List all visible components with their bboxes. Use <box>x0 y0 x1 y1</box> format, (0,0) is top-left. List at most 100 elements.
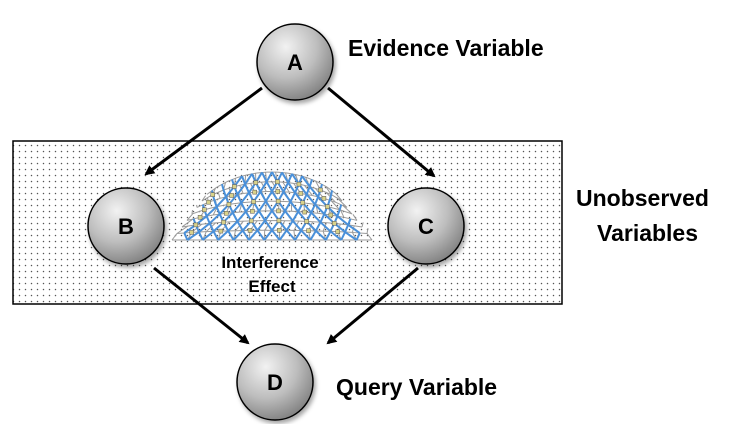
mesh-line <box>183 232 189 241</box>
mesh-line <box>282 191 292 203</box>
mesh-line <box>209 221 224 224</box>
node-c-letter: C <box>418 214 434 239</box>
mesh-line <box>202 230 215 241</box>
mesh-line <box>320 221 335 224</box>
node-d-letter: D <box>267 370 283 395</box>
mesh-node <box>306 228 311 233</box>
mesh-node <box>232 184 237 189</box>
mesh-line <box>241 175 247 185</box>
mesh-node <box>275 198 281 204</box>
mesh-line <box>292 220 302 232</box>
mesh-line <box>285 220 294 231</box>
mesh-node <box>223 211 229 216</box>
mesh-node <box>304 219 309 224</box>
node-b-letter: B <box>118 214 134 239</box>
mesh-line <box>292 220 307 222</box>
mesh-node <box>328 212 334 218</box>
mesh-line <box>236 183 246 195</box>
interference-effect-label: Interference Effect <box>219 251 320 298</box>
mesh-line <box>324 230 332 241</box>
node-b: B <box>87 187 165 265</box>
mesh-line <box>223 220 238 223</box>
mesh-line <box>256 219 266 231</box>
mesh-line <box>244 173 253 185</box>
mesh-node <box>252 189 257 195</box>
mesh-node <box>302 209 307 215</box>
mesh-line <box>347 218 352 226</box>
mesh-node <box>251 199 256 204</box>
mesh-line <box>236 220 244 232</box>
mesh-line <box>294 229 303 241</box>
mesh-line <box>221 183 225 191</box>
mesh-line <box>258 210 266 222</box>
mesh-line <box>237 220 252 222</box>
mesh-line <box>355 232 361 241</box>
mesh-node <box>197 215 203 220</box>
unobserved-label-line2: Variables <box>597 220 698 246</box>
mesh-line <box>227 230 235 241</box>
mesh-node <box>206 199 211 205</box>
mesh-line <box>344 224 350 233</box>
mesh-line <box>284 210 294 222</box>
mesh-line <box>278 229 288 241</box>
mesh-node <box>248 218 254 224</box>
mesh-line <box>336 209 341 217</box>
mesh-line <box>198 231 204 241</box>
mesh-line <box>325 185 332 195</box>
mesh-line <box>195 222 210 226</box>
mesh-line <box>330 200 341 211</box>
mesh-line <box>212 230 220 241</box>
mesh-line <box>330 190 333 195</box>
mesh-line <box>281 171 290 184</box>
mesh-line <box>287 173 293 183</box>
mesh-node <box>275 189 281 194</box>
mesh-line <box>171 233 178 241</box>
evidence-variable-label: Evidence Variable <box>348 35 544 61</box>
mesh-node <box>210 192 216 197</box>
mesh-line <box>198 222 211 233</box>
mesh-line <box>240 202 247 213</box>
mesh-line <box>344 231 358 241</box>
node-a: A <box>256 23 334 101</box>
edge-b-to-d <box>153 266 250 345</box>
mesh-line <box>181 224 196 228</box>
mesh-line <box>308 185 319 198</box>
mesh-line <box>248 229 259 241</box>
mesh-line <box>336 215 349 226</box>
mesh-line <box>232 229 244 241</box>
mesh-line <box>309 230 317 241</box>
mesh-node <box>277 228 282 233</box>
edge-a-to-b <box>144 86 263 176</box>
mesh-node <box>325 204 330 209</box>
mesh-line <box>284 201 292 212</box>
mesh-node <box>247 228 253 233</box>
mesh-line <box>352 214 358 221</box>
mesh-node <box>250 209 255 214</box>
mesh-node <box>276 218 282 223</box>
mesh-line <box>215 196 227 208</box>
edges <box>144 86 436 345</box>
mesh-node <box>193 222 199 228</box>
mesh-line <box>186 231 200 241</box>
mesh-line <box>289 201 299 213</box>
mesh-line <box>347 224 361 234</box>
mesh-line <box>366 228 369 234</box>
mesh-line <box>305 186 311 195</box>
mesh-node <box>276 208 281 214</box>
mesh-line <box>306 220 321 223</box>
mesh-line <box>261 172 268 183</box>
mesh-node <box>296 181 302 187</box>
mesh-line <box>308 179 313 187</box>
mesh-line <box>300 229 312 241</box>
mesh-line <box>240 192 250 204</box>
mesh-node <box>335 229 341 234</box>
mesh-line <box>215 206 221 215</box>
mesh-line <box>244 183 250 194</box>
mesh-line <box>339 209 353 215</box>
node-d: D <box>236 343 314 421</box>
mesh-node <box>275 179 280 185</box>
interference-label-line2: Effect <box>248 277 296 296</box>
mesh-node <box>298 191 304 196</box>
mesh-line <box>334 222 349 226</box>
interference-label-line1: Interference <box>221 253 318 272</box>
